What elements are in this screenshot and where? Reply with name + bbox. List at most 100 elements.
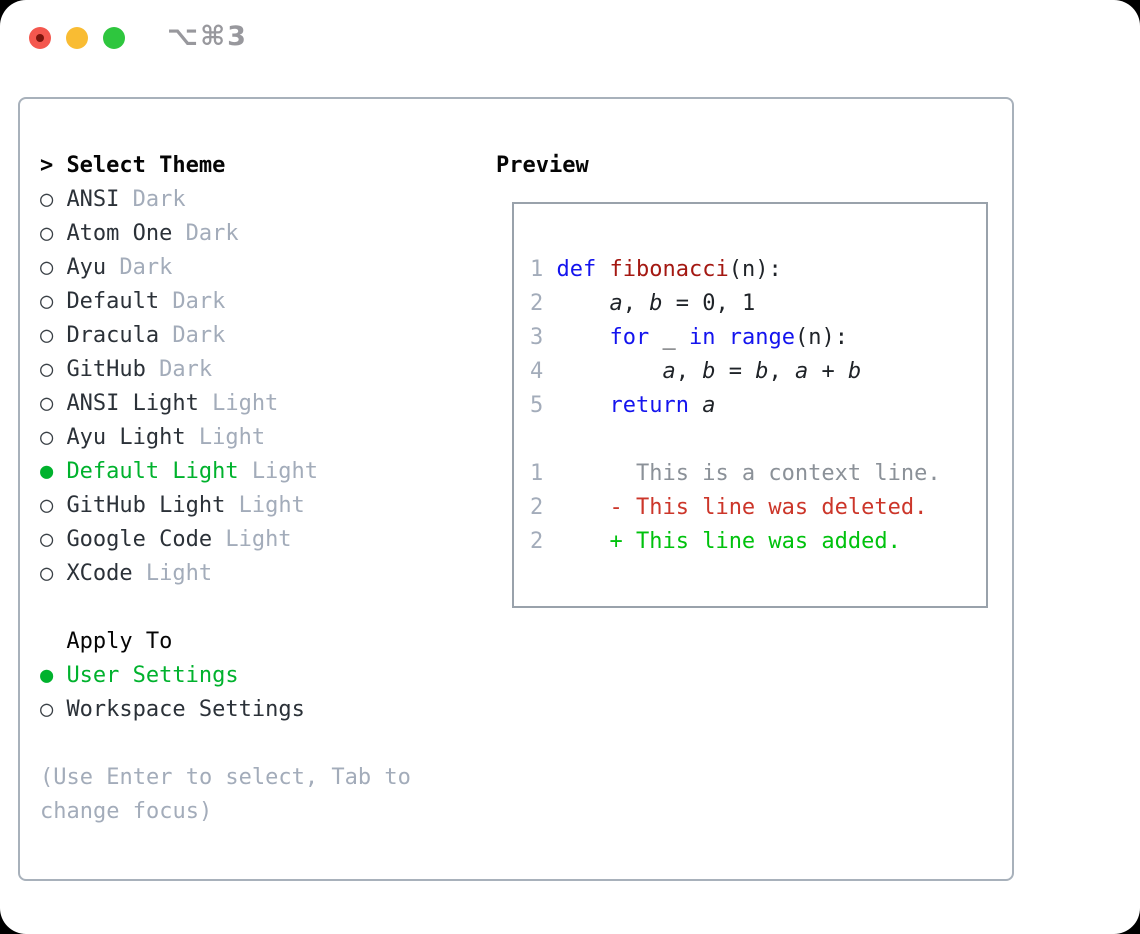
theme-label: XCode xyxy=(66,561,133,586)
theme-option-default-light[interactable]: ● Default Light Light xyxy=(40,455,411,489)
code-token: b xyxy=(847,359,862,384)
code-token xyxy=(543,359,662,384)
theme-variant-tag: Dark xyxy=(159,357,213,382)
code-token: b xyxy=(755,359,769,384)
zoom-button[interactable] xyxy=(103,27,125,49)
code-token: This is a context line. xyxy=(635,461,941,486)
help-text-line-2: change focus) xyxy=(40,799,213,824)
help-text-line-1: (Use Enter to select, Tab to xyxy=(40,765,411,790)
radio-selected-icon: ● xyxy=(40,663,54,688)
radio-icon: ○ xyxy=(40,357,54,382)
diff-line: 1 This is a context line. xyxy=(530,457,986,491)
code-line: 1 def fibonacci(n): xyxy=(530,253,986,287)
code-token: 4 xyxy=(530,359,544,384)
theme-label: Default Light xyxy=(66,459,239,484)
theme-label: Atom One xyxy=(66,221,173,246)
code-token: , xyxy=(768,359,795,384)
theme-variant-tag: Dark xyxy=(172,323,226,348)
radio-icon: ○ xyxy=(40,697,54,722)
theme-variant-tag: Light xyxy=(212,391,279,416)
code-token: 3 xyxy=(530,325,544,350)
theme-label: ANSI Light xyxy=(66,391,199,416)
theme-label: Google Code xyxy=(66,527,213,552)
diff-line: 2 - This line was deleted. xyxy=(530,491,986,525)
code-token: = xyxy=(715,359,756,384)
code-token: _ xyxy=(649,325,689,350)
theme-option-github[interactable]: ○ GitHub Dark xyxy=(40,353,411,387)
spacer xyxy=(40,727,411,761)
code-token xyxy=(715,325,728,350)
close-button[interactable] xyxy=(29,27,51,49)
minimize-button[interactable] xyxy=(66,27,88,49)
theme-label: GitHub Light xyxy=(66,493,226,518)
theme-variant-tag: Dark xyxy=(172,289,226,314)
code-token xyxy=(689,393,702,418)
apply-option-workspace-settings[interactable]: ○ Workspace Settings xyxy=(40,693,411,727)
code-line: 4 a, b = b, a + b xyxy=(530,355,986,389)
theme-variant-tag: Dark xyxy=(132,187,186,212)
code-token: (n): xyxy=(794,325,848,350)
code-token xyxy=(543,529,609,554)
code-token: a xyxy=(662,359,676,384)
theme-option-default[interactable]: ○ Default Dark xyxy=(40,285,411,319)
window-title: ⌥⌘3 xyxy=(167,21,248,52)
code-token: , xyxy=(622,291,650,316)
radio-icon: ○ xyxy=(40,391,54,416)
code-token: 2 xyxy=(530,529,544,554)
select-theme-header: >Select Theme xyxy=(40,149,411,183)
code-token: 5 xyxy=(530,393,544,418)
titlebar[interactable]: ⌥⌘3 xyxy=(0,0,1140,76)
radio-icon: ○ xyxy=(40,255,54,280)
code-token: = 0, 1 xyxy=(662,291,756,316)
code-token: 2 xyxy=(530,495,544,520)
theme-variant-tag: Light xyxy=(251,459,319,484)
theme-option-ansi[interactable]: ○ ANSI Dark xyxy=(40,183,411,217)
theme-option-dracula[interactable]: ○ Dracula Dark xyxy=(40,319,411,353)
theme-option-ansi-light[interactable]: ○ ANSI Light Light xyxy=(40,387,411,421)
code-token: b xyxy=(702,359,716,384)
code-token: (n): xyxy=(728,257,782,282)
radio-icon: ○ xyxy=(40,187,54,212)
code-token xyxy=(543,291,609,316)
code-token: , xyxy=(675,359,703,384)
radio-icon: ○ xyxy=(40,323,54,348)
code-line: 3 for _ in range(n): xyxy=(530,321,986,355)
code-token: 2 xyxy=(530,291,544,316)
code-line: 2 a, b = 0, 1 xyxy=(530,287,986,321)
code-token: in xyxy=(688,325,716,350)
code-token: a xyxy=(609,291,623,316)
apply-option-user-settings[interactable]: ●User Settings xyxy=(40,659,411,693)
code-token: return xyxy=(609,393,689,418)
radio-icon: ○ xyxy=(40,221,54,246)
theme-label: Ayu xyxy=(66,255,107,280)
spacer xyxy=(40,591,411,625)
theme-label: Dracula xyxy=(66,323,160,348)
close-dot-icon xyxy=(36,34,44,42)
apply-to-list: ●User Settings ○ Workspace Settings xyxy=(40,659,411,727)
radio-icon: ○ xyxy=(40,289,54,314)
code-token xyxy=(543,495,609,520)
preview-title: Preview xyxy=(496,153,589,178)
code-token: for xyxy=(609,325,650,350)
code-token xyxy=(543,325,609,350)
code-token: - This line was deleted. xyxy=(609,495,928,520)
radio-selected-icon: ● xyxy=(40,459,54,484)
apply-option-label: Workspace Settings xyxy=(66,697,305,722)
theme-label: GitHub xyxy=(66,357,146,382)
code-line: 5 return a xyxy=(530,389,986,423)
theme-label: ANSI xyxy=(66,187,120,212)
theme-label: Default xyxy=(66,289,160,314)
code-token: fibonacci xyxy=(609,257,729,282)
code-token xyxy=(543,257,556,282)
